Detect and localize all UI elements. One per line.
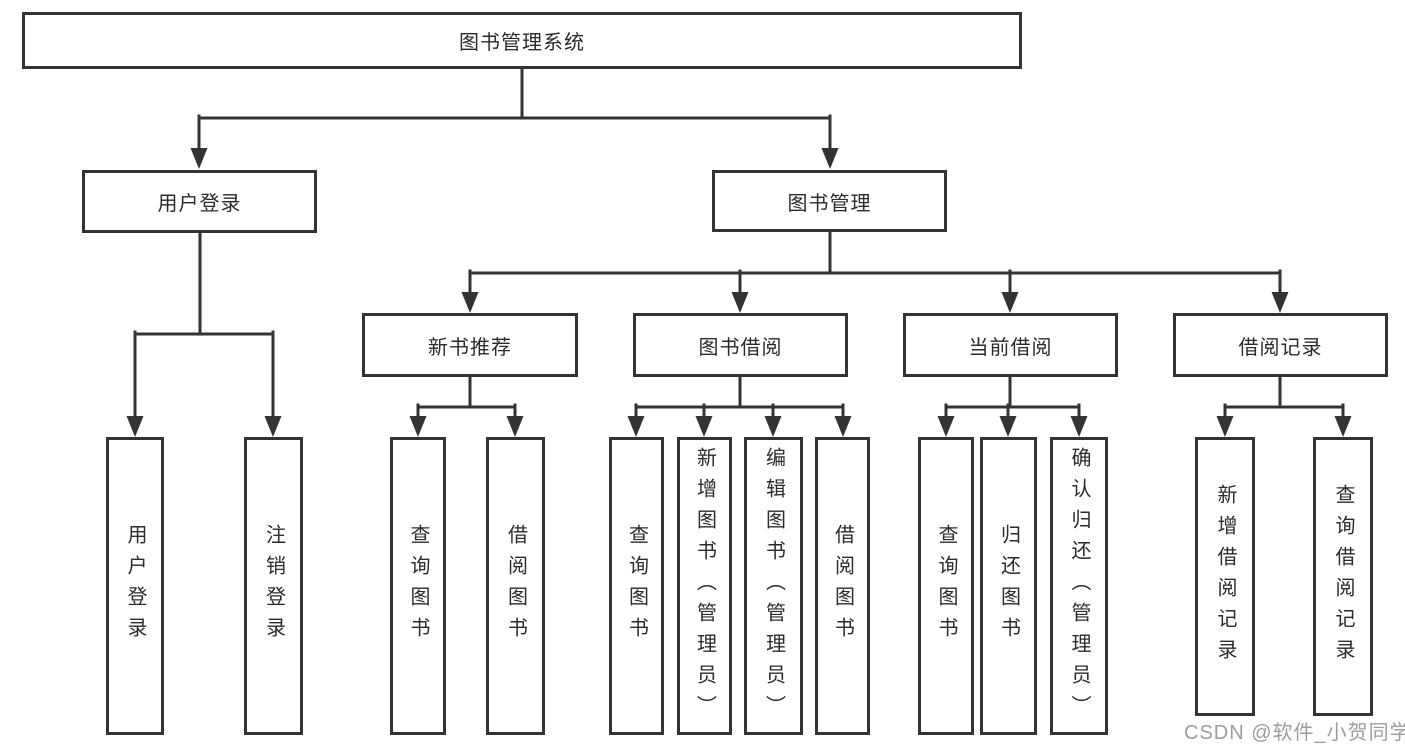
leaf-borrow-books: 借阅图书	[815, 437, 870, 735]
node-library-management-system: 图书管理系统	[22, 12, 1022, 69]
leaf-logout: 注销登录	[244, 437, 303, 735]
leaf-query-borrow-record: 查询借阅记录	[1313, 437, 1373, 716]
leaf-add-borrow-record: 新增借阅记录	[1195, 437, 1255, 716]
leaf-add-books-admin: 新增图书（管理员）	[677, 437, 732, 735]
leaf-query-books-borrowing: 查询图书	[609, 437, 664, 735]
leaf-query-books-current: 查询图书	[918, 437, 974, 735]
leaf-confirm-return-admin: 确认归还（管理员）	[1050, 437, 1108, 735]
leaf-return-books: 归还图书	[980, 437, 1037, 735]
leaf-user-login: 用户登录	[106, 437, 164, 735]
node-book-borrowing: 图书借阅	[633, 313, 848, 377]
node-current-borrowing: 当前借阅	[903, 313, 1118, 377]
node-borrowing-records: 借阅记录	[1173, 313, 1388, 377]
node-user-login: 用户登录	[82, 170, 317, 233]
edge-lines	[133, 67, 1345, 421]
leaf-query-books-recommend: 查询图书	[390, 437, 446, 735]
watermark: CSDN @软件_小贺同学	[1184, 722, 1405, 744]
node-new-book-recommendation: 新书推荐	[362, 313, 578, 377]
leaf-edit-books-admin: 编辑图书（管理员）	[744, 437, 803, 735]
node-book-management: 图书管理	[712, 170, 947, 232]
edge-arrowheads	[126, 148, 1352, 437]
leaf-borrow-books-recommend: 借阅图书	[486, 437, 545, 735]
